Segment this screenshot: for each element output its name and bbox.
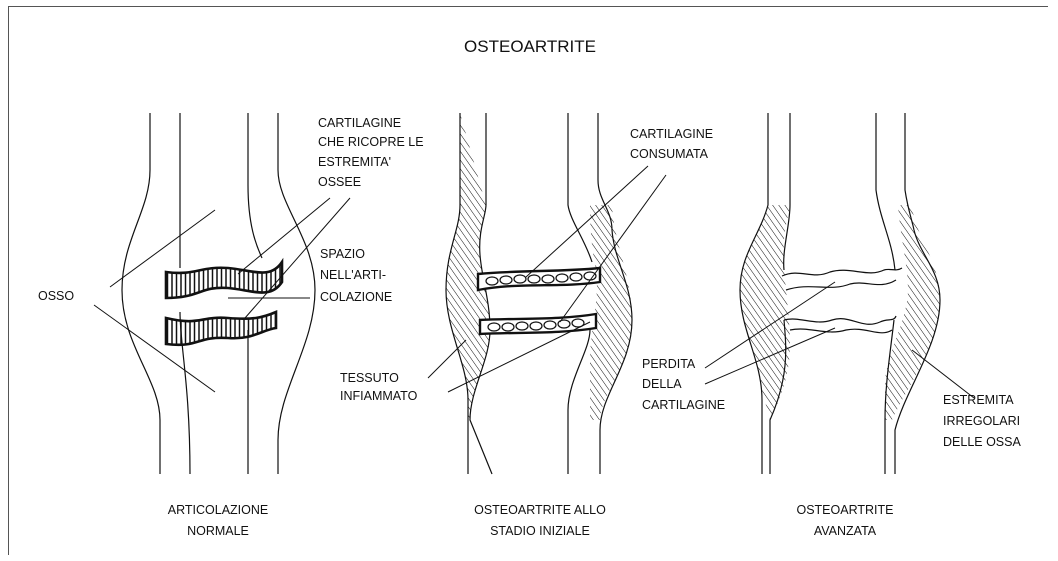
- early-inflamed-tissue-right: [590, 205, 632, 420]
- normal-upper-cartilage: [166, 262, 282, 298]
- normal-lower-cartilage: [166, 312, 276, 345]
- svg-text:ESTREMITA': ESTREMITA': [318, 155, 391, 169]
- svg-text:OSSEE: OSSEE: [318, 175, 361, 189]
- label-estremita-irregolari: ESTREMITA IRREGOLARI DELLE OSSA: [943, 393, 1021, 449]
- label-perdita-cartilagine: PERDITA DELLA CARTILAGINE: [642, 357, 725, 412]
- caption-early-oa: OSTEOARTRITE ALLO STADIO INIZIALE: [474, 503, 606, 538]
- advanced-outline-left-inner-top: [784, 113, 790, 270]
- leader-consumata-upper: [526, 166, 648, 277]
- advanced-bone-end-lower-b: [790, 329, 892, 333]
- label-cartilagine-consumata: CARTILAGINE CONSUMATA: [630, 127, 713, 161]
- svg-text:ARTICOLAZIONE: ARTICOLAZIONE: [168, 503, 268, 517]
- early-oa-joint: [446, 113, 632, 474]
- svg-text:AVANZATA: AVANZATA: [814, 524, 877, 538]
- svg-text:ESTREMITA: ESTREMITA: [943, 393, 1014, 407]
- label-tessuto-infiammato: TESSUTO INFIAMMATO: [340, 371, 418, 403]
- svg-text:CONSUMATA: CONSUMATA: [630, 147, 709, 161]
- diagram-title: OSTEOARTRITE: [464, 37, 596, 56]
- svg-text:CARTILAGINE: CARTILAGINE: [318, 116, 401, 130]
- svg-text:STADIO INIZIALE: STADIO INIZIALE: [490, 524, 590, 538]
- label-osso: OSSO: [38, 289, 74, 303]
- svg-text:COLAZIONE: COLAZIONE: [320, 290, 392, 304]
- caption-advanced-oa: OSTEOARTRITE AVANZATA: [796, 503, 893, 538]
- svg-text:CHE RICOPRE LE: CHE RICOPRE LE: [318, 135, 424, 149]
- early-inflamed-tissue-left: [446, 113, 490, 420]
- svg-text:OSTEOARTRITE ALLO: OSTEOARTRITE ALLO: [474, 503, 606, 517]
- svg-text:CARTILAGINE: CARTILAGINE: [642, 398, 725, 412]
- advanced-inflamed-tissue-left: [740, 205, 790, 420]
- advanced-bone-end-upper-b: [786, 280, 896, 290]
- normal-joint: [122, 113, 315, 474]
- advanced-outline-right-inner-top: [876, 113, 895, 270]
- advanced-oa-joint: [740, 113, 940, 474]
- leader-osso-lower: [94, 305, 215, 392]
- svg-text:NELL'ARTI-: NELL'ARTI-: [320, 268, 386, 282]
- svg-text:DELLE OSSA: DELLE OSSA: [943, 435, 1021, 449]
- normal-joint-outline-left-outer: [122, 113, 160, 474]
- advanced-bone-end-lower-a: [784, 316, 896, 324]
- caption-normal-joint: ARTICOLAZIONE NORMALE: [168, 503, 268, 538]
- svg-text:OSTEOARTRITE: OSTEOARTRITE: [796, 503, 893, 517]
- normal-joint-outline-right-inner-top: [248, 113, 262, 258]
- label-spazio: SPAZIO NELL'ARTI- COLAZIONE: [320, 247, 392, 304]
- svg-text:DELLA: DELLA: [642, 377, 682, 391]
- svg-text:PERDITA: PERDITA: [642, 357, 696, 371]
- leader-estremita: [912, 350, 974, 398]
- early-outline-right-inner-bottom: [568, 330, 590, 474]
- svg-text:IRREGOLARI: IRREGOLARI: [943, 414, 1020, 428]
- advanced-inflamed-tissue-right: [885, 205, 940, 420]
- normal-joint-outline-right-outer: [278, 113, 315, 474]
- label-cartilagine-ricopre: CARTILAGINE CHE RICOPRE LE ESTREMITA' OS…: [318, 116, 424, 189]
- svg-text:INFIAMMATO: INFIAMMATO: [340, 389, 418, 403]
- svg-text:SPAZIO: SPAZIO: [320, 247, 365, 261]
- svg-text:NORMALE: NORMALE: [187, 524, 249, 538]
- svg-text:TESSUTO: TESSUTO: [340, 371, 399, 385]
- svg-text:CARTILAGINE: CARTILAGINE: [630, 127, 713, 141]
- advanced-bone-end-upper-a: [782, 268, 902, 276]
- early-outline-right-inner-top: [568, 113, 592, 262]
